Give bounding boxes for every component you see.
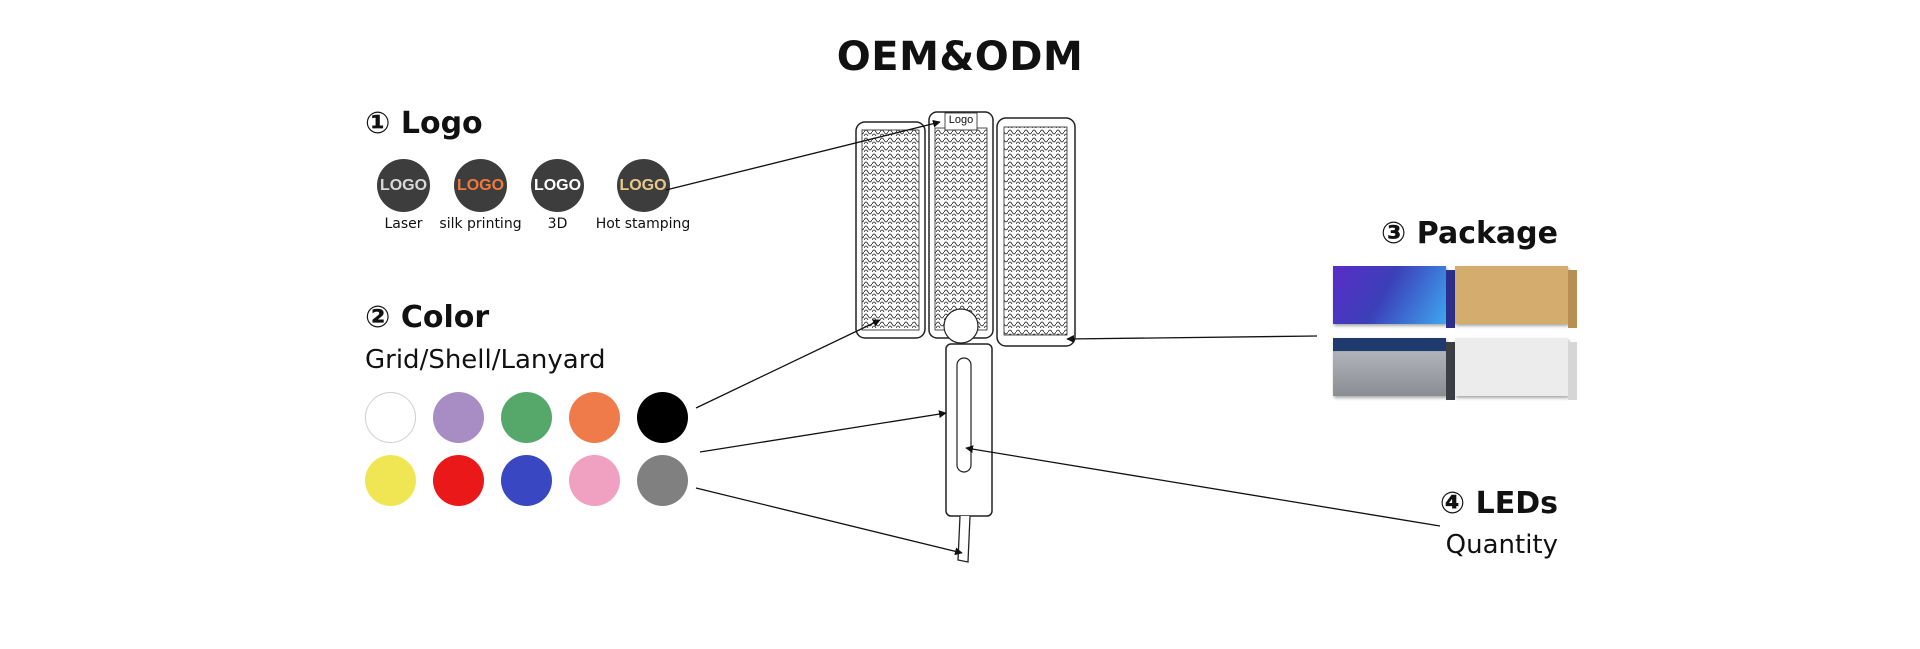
leds-heading: ④ LEDs: [1439, 486, 1558, 521]
logo-badge-text: LOGO: [456, 176, 505, 194]
package-box-side: [1446, 342, 1455, 400]
package-boxes: [1333, 266, 1577, 401]
logo-badge: LOGO: [531, 159, 584, 212]
logo-badge: LOGO: [454, 159, 507, 212]
package-leader-line: [1066, 335, 1318, 343]
logo-options: LOGO Laser LOGO silk printing LOGO 3D LO…: [365, 159, 690, 232]
logo-option-3d: LOGO 3D: [519, 159, 596, 232]
color-swatch: [637, 455, 688, 506]
leds-leader-line: [965, 445, 1441, 527]
product-logo-label: Logo: [948, 114, 974, 126]
leds-subtitle: Quantity: [1445, 530, 1558, 560]
color-subtitle: Grid/Shell/Lanyard: [365, 345, 606, 375]
logo-badge: LOGO: [616, 159, 670, 212]
color-grid-leader-line: [695, 319, 881, 409]
handle: [945, 343, 993, 517]
package-box-side: [1568, 342, 1577, 400]
color-swatch: [637, 392, 688, 443]
logo-heading: ① Logo: [365, 106, 483, 141]
package-heading: ③ Package: [1380, 216, 1558, 251]
color-heading: ② Color: [365, 300, 490, 335]
color-swatch: [569, 392, 620, 443]
color-swatch: [365, 455, 416, 506]
logo-option-laser: LOGO Laser: [365, 159, 442, 232]
color-swatch: [433, 392, 484, 443]
color-swatch: [433, 455, 484, 506]
page-title: OEM&ODM: [836, 34, 1084, 80]
color-swatches: [365, 392, 688, 506]
right-mesh-panel: [996, 117, 1076, 347]
logo-option-label: silk printing: [439, 216, 522, 232]
color-swatch: [501, 455, 552, 506]
logo-badge: LOGO: [377, 159, 430, 212]
logo-badge-text: LOGO: [379, 176, 428, 194]
package-box-side: [1568, 270, 1577, 328]
package-box-blue: [1333, 266, 1455, 328]
center-mesh-panel: [928, 111, 994, 344]
logo-option-label: Laser: [384, 216, 423, 232]
package-box-kraft: [1455, 266, 1577, 328]
logo-badge-text: LOGO: [533, 176, 582, 194]
color-swatch: [569, 455, 620, 506]
color-swatch: [365, 392, 416, 443]
lanyard: [957, 515, 971, 563]
package-box-grey: [1333, 338, 1455, 400]
logo-badge-text: LOGO: [619, 176, 667, 194]
left-mesh-panel: [855, 121, 926, 339]
package-box-white: [1455, 338, 1577, 400]
logo-option-label: Hot stamping: [595, 216, 691, 232]
color-shell-leader-line: [699, 410, 947, 453]
logo-option-silk-printing: LOGO silk printing: [439, 159, 522, 232]
logo-leader-line: [665, 119, 941, 191]
logo-option-label: 3D: [547, 216, 568, 232]
color-swatch: [501, 392, 552, 443]
package-box-side: [1446, 270, 1455, 328]
color-lanyard-leader-line: [695, 487, 963, 556]
logo-option-hot-stamping: LOGO Hot stamping: [596, 159, 690, 232]
